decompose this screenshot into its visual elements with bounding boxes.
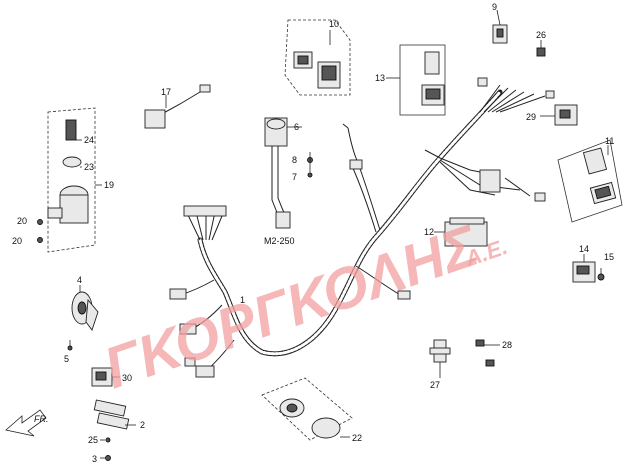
- part-9-connector: [492, 9, 508, 44]
- callout-17: 17: [161, 87, 171, 97]
- part-26-clip: [536, 40, 546, 57]
- callout-8: 8: [292, 155, 297, 165]
- callout-23: 23: [84, 162, 94, 172]
- part-22-fuse-holder: [261, 377, 353, 441]
- callout-20-upper: 20: [17, 216, 27, 226]
- part-6-ignition-coil: [264, 117, 313, 229]
- callout-14: 14: [579, 244, 589, 254]
- part-29-connector: [540, 104, 578, 126]
- part-15-bolt: [597, 268, 605, 281]
- front-direction-arrow: [5, 409, 47, 437]
- callout-9: 9: [492, 2, 497, 12]
- callout-19: 19: [104, 180, 114, 190]
- model-label: M2-250: [264, 236, 295, 246]
- part-30-relay: [91, 367, 120, 387]
- callout-7: 7: [292, 172, 297, 182]
- part-27-sensor: [429, 339, 451, 378]
- callout-11: 11: [605, 136, 614, 146]
- part-4-horn: [67, 285, 99, 351]
- part-12-cdi-unit: [434, 217, 488, 247]
- part-17-sensor: [144, 84, 211, 129]
- part-11-switch-group: [557, 139, 623, 223]
- callout-4: 4: [77, 275, 82, 285]
- callout-26: 26: [536, 30, 546, 40]
- callout-6: 6: [294, 122, 299, 132]
- part-28-bolts: [475, 339, 500, 367]
- part-2-connector-cover: [93, 399, 136, 461]
- callout-labels: 1 2 3 4 5 6 7 8 9 10 11 12 13 14 15 17 1…: [12, 2, 614, 464]
- callout-1: 1: [240, 295, 245, 305]
- part-14-relay: [572, 254, 596, 283]
- callout-20-lower: 20: [12, 236, 22, 246]
- callout-27: 27: [430, 380, 440, 390]
- main-wiring-harness: [169, 77, 555, 378]
- callout-10: 10: [329, 19, 339, 29]
- callout-2: 2: [140, 420, 145, 430]
- direction-label: FR.: [34, 414, 49, 424]
- callout-15: 15: [604, 252, 614, 262]
- callout-13: 13: [375, 73, 385, 83]
- watermark: ΓΚΟΡΓΚΟΛΗΣ Α.Ε.: [96, 212, 511, 401]
- part-10-relay-group: [284, 19, 351, 96]
- part-13-switch-group: [386, 44, 446, 116]
- callout-30: 30: [122, 373, 132, 383]
- callout-5: 5: [64, 354, 69, 364]
- part-19-ignition-lock-set: [37, 107, 102, 253]
- callout-3: 3: [92, 454, 97, 464]
- callout-25: 25: [88, 435, 98, 445]
- callout-29: 29: [526, 112, 536, 122]
- callout-24: 24: [84, 135, 94, 145]
- callout-22: 22: [352, 433, 362, 443]
- callout-28: 28: [502, 340, 512, 350]
- callout-12: 12: [424, 227, 434, 237]
